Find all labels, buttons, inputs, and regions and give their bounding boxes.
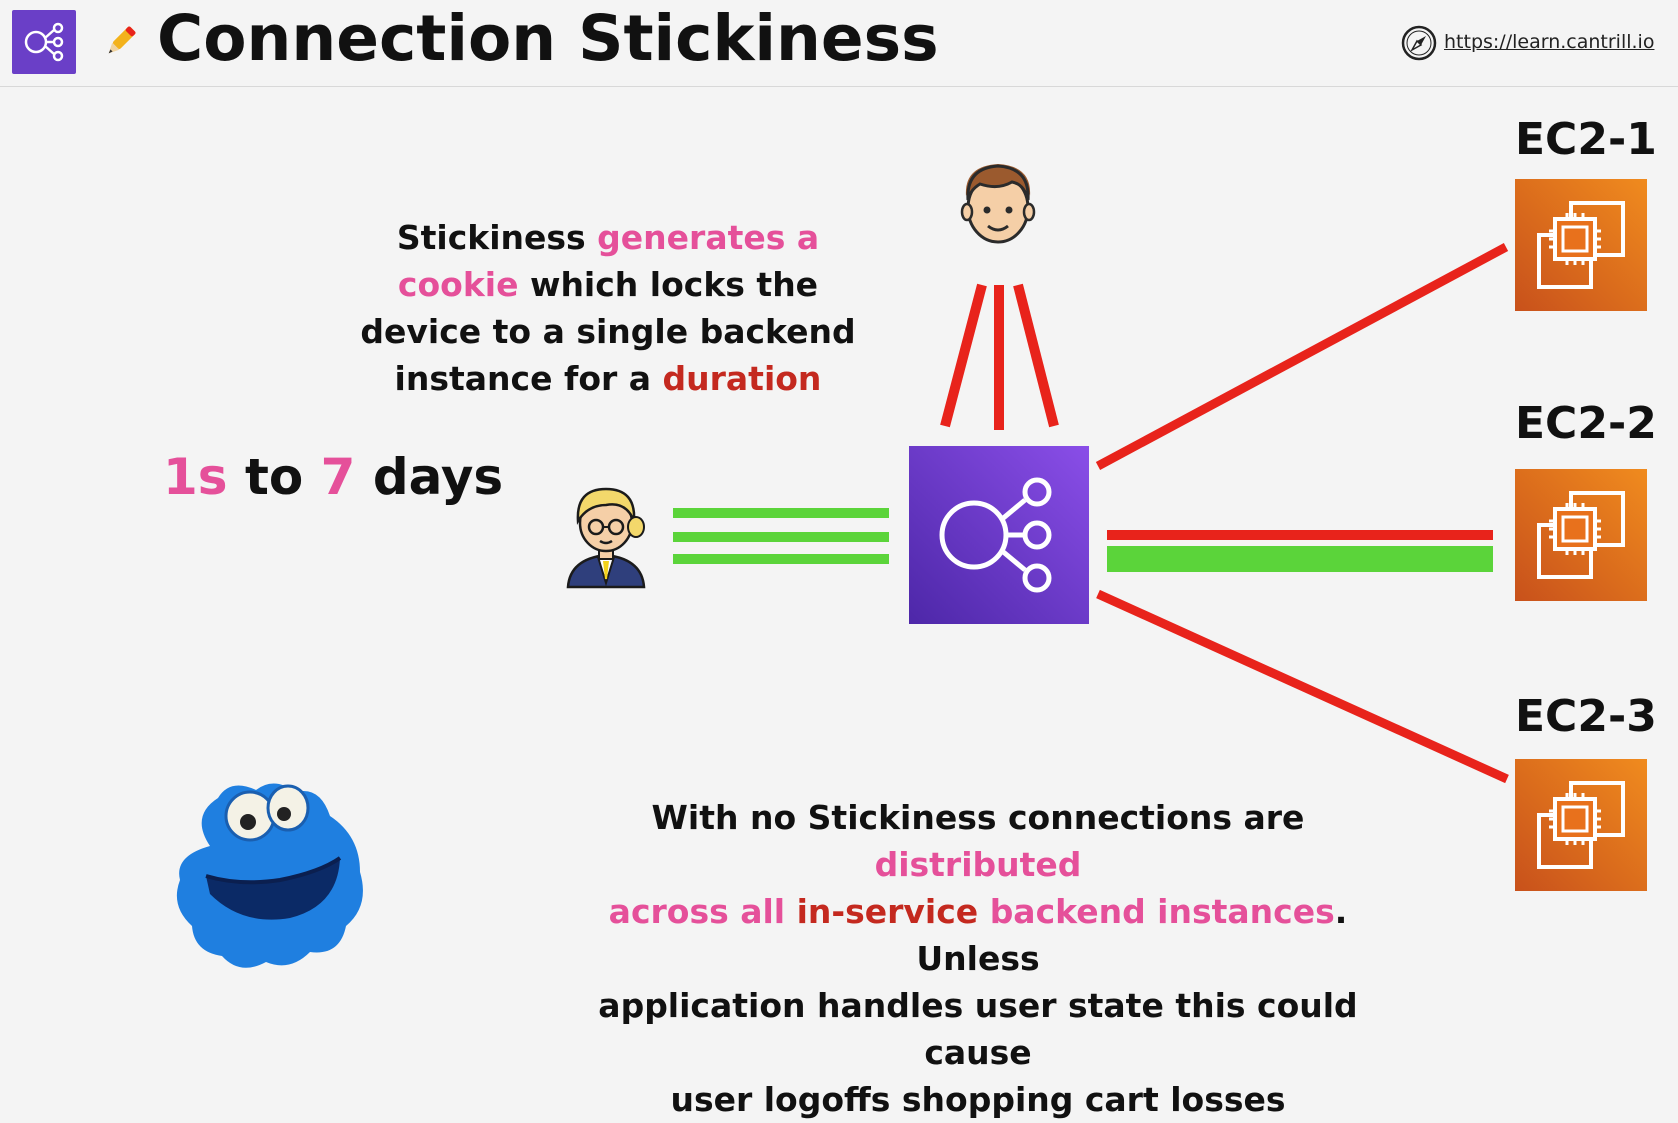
duration-unit: days xyxy=(355,448,504,506)
duration-min: 1s xyxy=(163,448,228,506)
ec2-3-label: EC2-3 xyxy=(1515,691,1657,742)
highlight-generates: generates a xyxy=(597,218,820,257)
alb-to-ec2-1-line xyxy=(1095,243,1509,470)
stickiness-explanation: Stickiness generates a cookie which lock… xyxy=(358,214,858,402)
highlight-in-service: in-service xyxy=(796,892,979,931)
duration-range: 1s to 7 days xyxy=(163,448,503,506)
cookie-monster-image xyxy=(176,783,363,968)
highlight-duration: duration xyxy=(662,359,822,398)
note-text: . Unless xyxy=(916,892,1348,978)
duration-max: 7 xyxy=(320,448,356,506)
ec2-1-instance-icon xyxy=(1515,179,1647,311)
explain-text: Stickiness xyxy=(396,218,598,257)
header-bar: Connection Stickiness https://learn.cant… xyxy=(0,0,1678,87)
compass-icon xyxy=(1400,24,1438,66)
highlight-distributed: distributed xyxy=(874,845,1082,884)
note-text: With no Stickiness connections are xyxy=(651,798,1305,837)
highlight-cookie: cookie xyxy=(397,265,519,304)
note-text xyxy=(978,892,990,931)
explain-text: which locks the xyxy=(518,265,819,304)
alb-to-ec2-3-line xyxy=(1096,589,1509,784)
top-user-avatar xyxy=(960,164,1036,244)
explain-text: device to a single backend xyxy=(360,312,856,351)
no-stickiness-note: With no Stickiness connections are distr… xyxy=(548,794,1408,1123)
note-text: user logoffs shopping cart losses xyxy=(670,1080,1286,1119)
note-text: application handles user state this coul… xyxy=(598,986,1358,1072)
ec2-2-label: EC2-2 xyxy=(1515,398,1657,449)
top-user-connection-line-1 xyxy=(940,283,987,428)
alb-to-ec2-2-green-line xyxy=(1107,546,1493,572)
duration-sep: to xyxy=(227,448,321,506)
ec2-3-instance-icon xyxy=(1515,759,1647,891)
explain-text: instance for a xyxy=(394,359,663,398)
highlight-across-all: across all xyxy=(608,892,797,931)
left-user-avatar xyxy=(566,487,646,589)
ec2-1-label: EC2-1 xyxy=(1515,114,1657,165)
top-user-connection-line-3 xyxy=(1013,283,1059,428)
connection-diagram xyxy=(176,164,1509,968)
pencil-icon xyxy=(100,22,140,66)
page-title: Connection Stickiness xyxy=(157,2,939,75)
course-url-link[interactable]: https://learn.cantrill.io xyxy=(1444,31,1655,53)
load-balancer-icon xyxy=(909,446,1089,624)
highlight-backend-instances: backend instances xyxy=(989,892,1335,931)
load-balancer-logo-icon xyxy=(12,10,76,74)
ec2-2-instance-icon xyxy=(1515,469,1647,601)
